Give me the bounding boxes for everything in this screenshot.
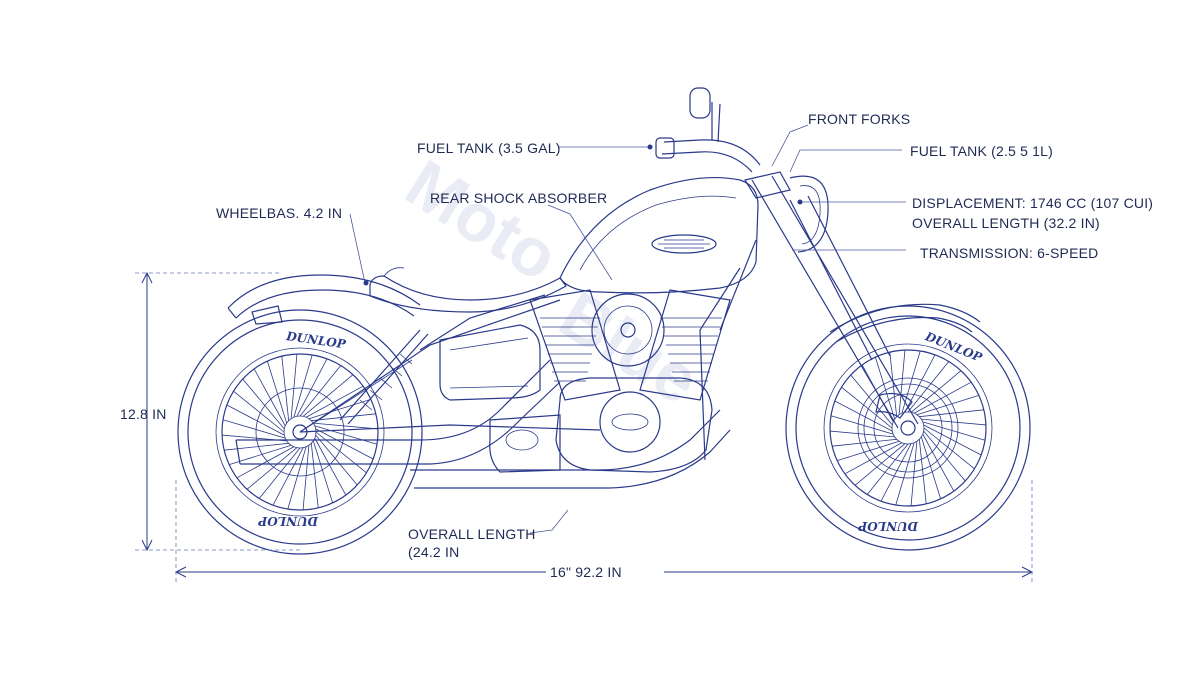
- dimension-length: [174, 480, 1034, 582]
- engine: [489, 289, 731, 473]
- wheel-spoke: [923, 430, 966, 482]
- front-tire-brand-bottom: DUNLOP: [857, 519, 919, 533]
- wheel-spoke: [302, 374, 354, 417]
- wheel-spoke: [222, 419, 286, 439]
- label-length-dimension: 16" 92.2 IN: [550, 564, 622, 580]
- wheel-spoke: [314, 425, 378, 445]
- wheel-spoke: [837, 440, 900, 462]
- wheel-spoke: [233, 390, 285, 433]
- side-cover: [439, 324, 541, 401]
- wheel-spoke: [832, 438, 897, 447]
- wheel-spoke: [236, 446, 295, 479]
- wheel-spoke: [834, 400, 893, 432]
- label-fuel-tank-left: FUEL TANK (3.5 GAL): [417, 140, 561, 156]
- wheel-spoke: [904, 354, 936, 413]
- label-height-dimension: 12.8 IN: [120, 406, 167, 422]
- wheel-spoke: [898, 350, 906, 415]
- wheel-spoke: [830, 415, 894, 435]
- label-overall-length-bottom: OVERALL LENGTH: [408, 526, 536, 542]
- svg-text:Moto: Moto: [393, 145, 571, 295]
- wheel-spoke: [895, 442, 915, 506]
- label-overall-length-bottom-value: (24.2 IN: [408, 544, 459, 560]
- wheel-spoke: [919, 409, 984, 418]
- wheel-spoke: [287, 446, 307, 510]
- wheel-spoke: [910, 370, 962, 413]
- label-fuel-tank-right: FUEL TANK (2.5 5 1L): [910, 143, 1053, 159]
- rear-shock-absorber: [339, 329, 429, 425]
- wheel-spoke: [916, 394, 979, 416]
- label-displacement: DISPLACEMENT: 1746 CC (107 CUI): [912, 195, 1153, 211]
- wheel-spoke: [922, 433, 955, 492]
- wheel-spoke: [242, 378, 285, 430]
- rear-wheel: DUNLOP DUNLOP: [177, 309, 423, 555]
- wheel-spoke: [266, 361, 288, 424]
- label-wheelbase: WHEELBAS. 4.2 IN: [216, 205, 342, 221]
- wheel-spoke: [923, 427, 975, 470]
- wheel-spoke: [305, 385, 364, 418]
- front-wheel: DUNLOP DUNLOP: [785, 305, 1031, 551]
- wheel-spoke: [224, 442, 289, 451]
- wheel-spoke: [310, 443, 319, 508]
- wheel-spoke: [920, 436, 942, 499]
- front-fender: [829, 303, 981, 343]
- fuel-tank: [559, 176, 759, 294]
- handlebar: [655, 87, 761, 173]
- wheel-spoke: [299, 365, 342, 417]
- wheel-spoke: [910, 441, 918, 506]
- wheel-spoke: [313, 422, 378, 430]
- wheel-spoke: [272, 447, 304, 506]
- front-forks: [744, 171, 919, 429]
- wheel-spoke: [293, 354, 313, 418]
- wheel-spoke: [922, 421, 986, 441]
- rear-fender: [227, 274, 421, 325]
- wheel-spoke: [315, 434, 358, 486]
- wheel-spoke: [854, 443, 906, 486]
- wheel-spoke: [246, 447, 298, 490]
- wheel-spoke: [308, 398, 371, 420]
- wheel-spoke: [315, 431, 367, 474]
- wheel-spoke: [907, 361, 950, 413]
- wheel-spoke: [921, 418, 986, 426]
- wheel-spoke: [290, 354, 298, 419]
- wheel-spoke: [889, 352, 898, 417]
- dimension-height: [135, 271, 300, 552]
- wheel-spoke: [253, 368, 286, 427]
- wheel-spoke: [830, 430, 895, 438]
- front-brake-disc: [873, 392, 943, 463]
- wheel-spoke: [923, 424, 982, 456]
- wheel-spoke: [226, 404, 285, 436]
- wheel-spoke: [281, 356, 290, 421]
- wheel-spoke: [850, 374, 893, 426]
- label-overall-length-right: OVERALL LENGTH (32.2 IN): [912, 215, 1100, 231]
- wheel-spoke: [874, 357, 896, 420]
- wheel-spoke: [314, 437, 347, 496]
- headlight: [789, 175, 829, 253]
- label-front-forks: FRONT FORKS: [808, 111, 910, 127]
- wheel-spoke: [880, 443, 912, 502]
- label-transmission: TRANSMISSION: 6-SPEED: [920, 245, 1098, 261]
- seat: [369, 267, 567, 313]
- wheel-spoke: [315, 428, 374, 460]
- wheel-spoke: [311, 413, 376, 422]
- leader-lines: [349, 124, 906, 534]
- rear-tire-brand-bottom: DUNLOP: [257, 514, 319, 528]
- exhaust: [235, 359, 731, 489]
- front-tire-brand-top: DUNLOP: [922, 329, 984, 365]
- wheel-spoke: [866, 443, 909, 495]
- wheel-spoke: [844, 442, 903, 475]
- wheel-spoke: [312, 440, 334, 503]
- wheel-spoke: [296, 358, 328, 417]
- wheel-spoke: [258, 447, 301, 499]
- wheel-spoke: [913, 381, 972, 414]
- wheel-spoke: [841, 386, 893, 429]
- label-rear-shock: REAR SHOCK ABSORBER: [430, 190, 607, 206]
- wheel-spoke: [918, 439, 927, 504]
- wheel-spoke: [302, 445, 310, 510]
